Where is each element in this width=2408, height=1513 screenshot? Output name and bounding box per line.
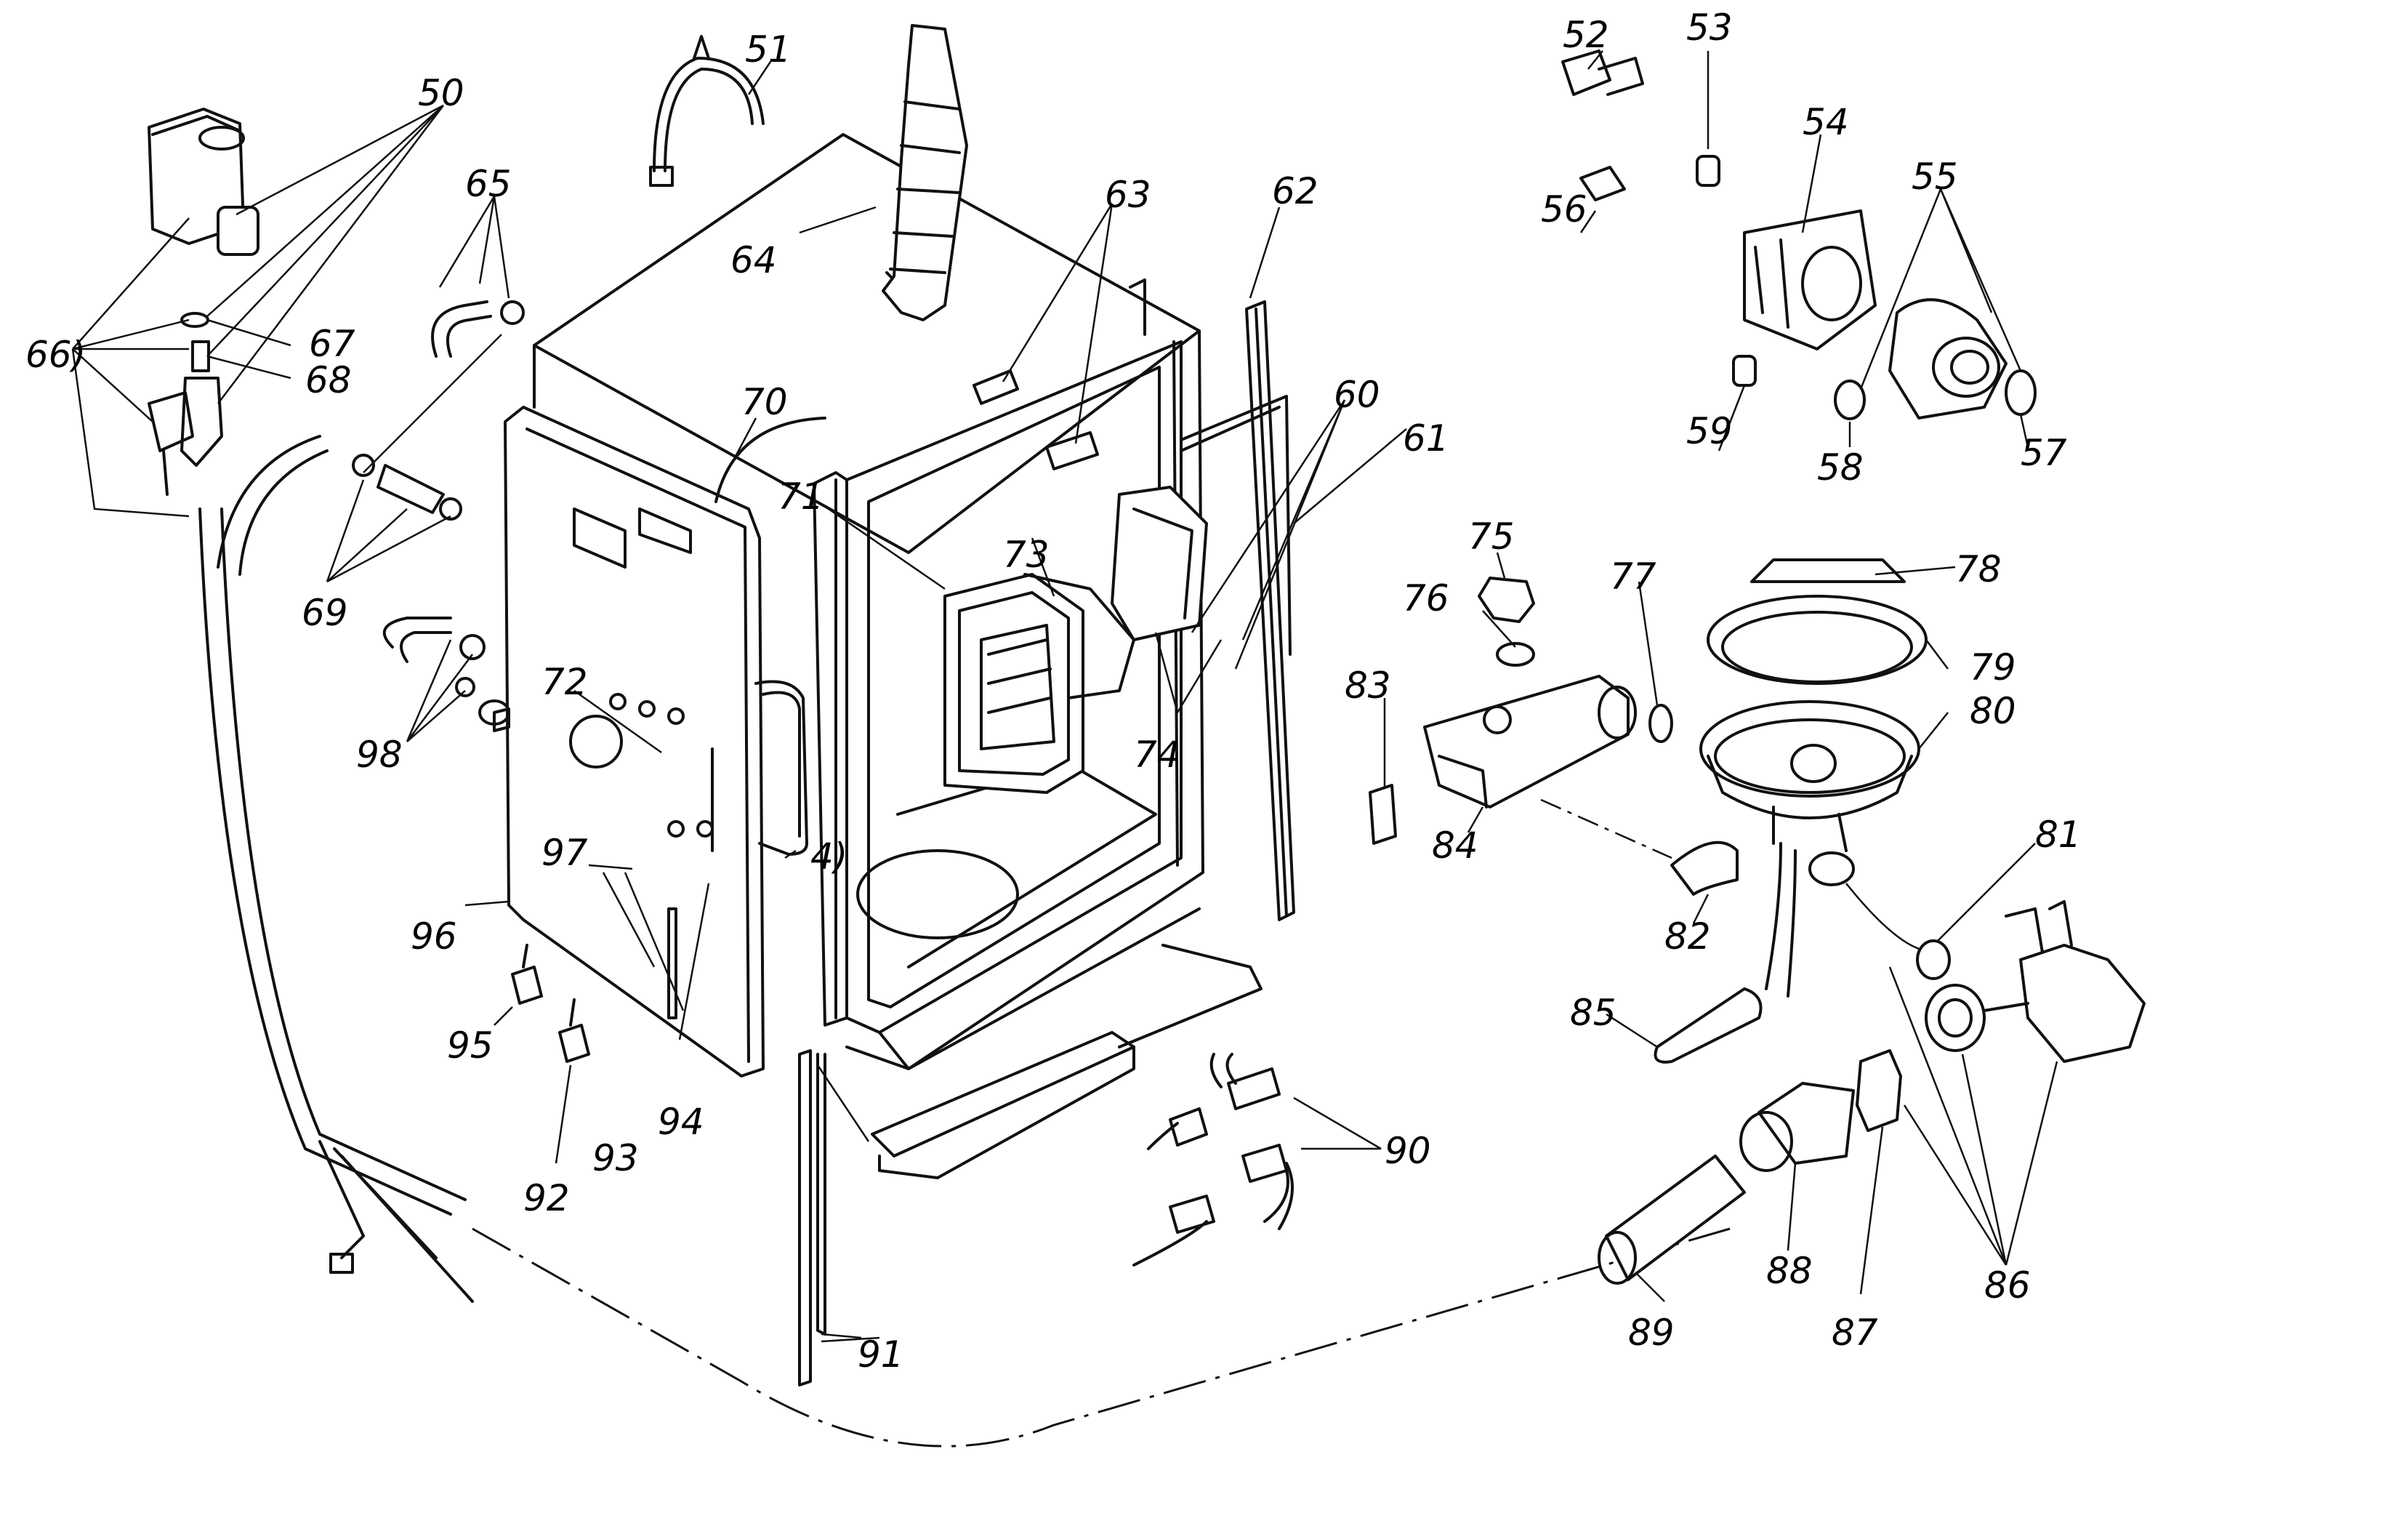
label-72: 72	[541, 661, 588, 703]
label-89: 89	[1628, 1312, 1675, 1354]
seal-58	[1834, 380, 1866, 420]
label-90: 90	[1385, 1130, 1431, 1172]
wire-connectors-90	[1132, 1053, 1294, 1267]
label-75: 75	[1468, 515, 1515, 558]
label-83: 83	[1345, 665, 1391, 707]
hose-70	[714, 417, 826, 503]
wiring-harness	[198, 507, 452, 1216]
trim-strip-71	[813, 471, 848, 1027]
hose-85	[1654, 987, 1763, 1064]
hose-69	[376, 464, 445, 514]
manifold-84	[1423, 675, 1630, 808]
detergent-dispenser	[943, 573, 1135, 794]
top-rail-64	[882, 24, 968, 321]
label-58: 58	[1817, 446, 1864, 489]
label-94: 94	[658, 1101, 704, 1143]
label-62: 62	[1272, 170, 1318, 212]
label-86: 86	[1984, 1264, 2031, 1307]
door-gasket	[754, 680, 808, 856]
label-79: 79	[1970, 646, 2016, 689]
switch-83	[1369, 784, 1397, 845]
label-78: 78	[1955, 548, 2002, 590]
hose-65	[431, 300, 488, 358]
sump-assembly	[1699, 558, 1928, 886]
label-63: 63	[1105, 174, 1151, 216]
seal-81	[1916, 939, 1951, 980]
harness-route-line	[472, 1227, 1731, 1448]
label-4: 4)	[810, 835, 847, 878]
label-77: 77	[1610, 555, 1656, 598]
label-67: 67	[309, 323, 355, 365]
label-92: 92	[523, 1177, 570, 1219]
seal-76	[1496, 642, 1535, 667]
label-73: 73	[1003, 534, 1050, 576]
pump-cover-55	[1888, 298, 2008, 420]
elbow-hose-82	[1670, 840, 1739, 896]
label-69: 69	[302, 592, 348, 634]
bushing-59	[1732, 355, 1757, 387]
label-93: 93	[592, 1137, 639, 1179]
label-51: 51	[745, 28, 792, 71]
label-95: 95	[447, 1024, 494, 1067]
label-64: 64	[730, 239, 777, 281]
leader-lines	[71, 50, 2058, 1343]
label-60: 60	[1334, 374, 1380, 416]
ring-77	[1648, 704, 1673, 743]
label-56: 56	[1541, 188, 1587, 230]
air-break-assembly	[148, 108, 259, 496]
label-96: 96	[411, 915, 457, 958]
sleeve-89	[1605, 1155, 1746, 1281]
label-70: 70	[741, 381, 788, 423]
connector-88	[1757, 1082, 1855, 1165]
hose-98	[382, 617, 452, 649]
label-52: 52	[1563, 14, 1609, 56]
label-81: 81	[2035, 814, 2082, 856]
label-82: 82	[1664, 915, 1711, 958]
label-71: 71	[778, 475, 824, 518]
part-75	[1478, 577, 1535, 623]
label-91: 91	[858, 1333, 904, 1376]
drain-valve-86	[1925, 900, 2146, 1063]
bushing-53	[1696, 155, 1720, 187]
label-59: 59	[1686, 410, 1733, 452]
label-97: 97	[541, 832, 588, 874]
label-54: 54	[1803, 101, 1849, 143]
label-98: 98	[356, 734, 403, 776]
label-80: 80	[1970, 690, 2016, 732]
clip-56	[1579, 166, 1626, 201]
label-55: 55	[1912, 156, 1958, 198]
label-66: 66)	[25, 334, 86, 376]
label-88: 88	[1766, 1250, 1813, 1292]
gasket-87	[1856, 1049, 1902, 1132]
label-61: 61	[1403, 417, 1449, 459]
label-53: 53	[1686, 7, 1733, 49]
seal-57	[2005, 369, 2037, 416]
label-76: 76	[1403, 577, 1449, 619]
pump-housing-54	[1743, 209, 1877, 350]
hose-60	[1180, 395, 1292, 656]
switch-92	[558, 1024, 590, 1063]
callout-labels: 50 51 52 53 54 55 56 57 58 59 60 61 62 6…	[25, 7, 2082, 1376]
label-50: 50	[418, 72, 464, 114]
rinse-aid-74	[1111, 486, 1208, 641]
label-65: 65	[465, 163, 512, 205]
label-85: 85	[1570, 992, 1616, 1034]
label-74: 74	[1134, 734, 1180, 776]
valve-52	[1561, 49, 1611, 96]
label-68: 68	[305, 359, 352, 401]
label-87: 87	[1832, 1312, 1878, 1354]
label-57: 57	[2021, 432, 2067, 474]
switch-95	[511, 966, 543, 1005]
trim-strip-91	[798, 1049, 812, 1386]
label-84: 84	[1432, 824, 1478, 867]
door-panel	[493, 406, 765, 1077]
side-strip-62	[1245, 300, 1295, 921]
